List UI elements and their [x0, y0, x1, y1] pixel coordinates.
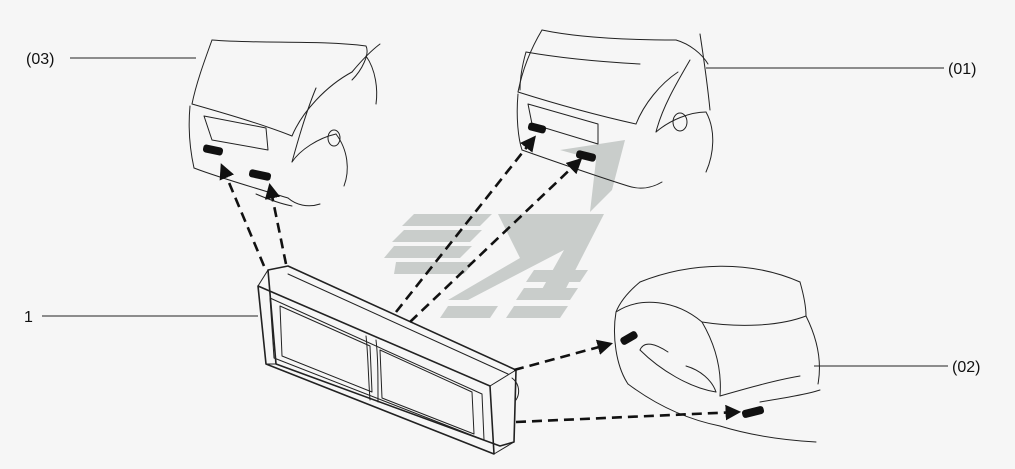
arrow-to-02-lower [515, 404, 742, 424]
arrow-to-03-left [219, 163, 266, 267]
label-02: (02) [952, 359, 980, 376]
car-rear-03 [188, 39, 381, 207]
watermark-logo [384, 140, 625, 318]
reflector-part [257, 265, 520, 455]
label-03: (03) [26, 51, 54, 68]
car-rear-02 [614, 265, 821, 443]
label-01: (01) [948, 61, 976, 78]
arrow-to-01-right [409, 157, 583, 323]
arrow-to-03-right [264, 182, 288, 265]
label-part-1: 1 [24, 309, 33, 326]
arrow-to-02-upper [513, 339, 614, 372]
arrow-to-01-left [394, 135, 536, 313]
dashed-arrows [219, 135, 742, 424]
